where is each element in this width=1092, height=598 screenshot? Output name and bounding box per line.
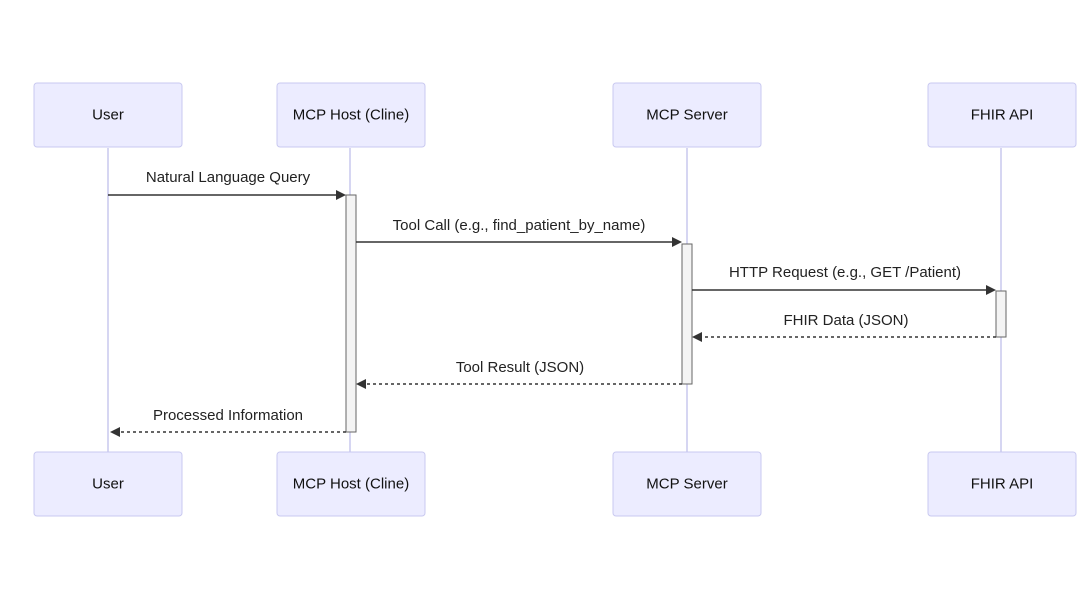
actor-label: User <box>92 107 124 124</box>
message-fhir-data: FHIR Data (JSON) <box>692 312 996 342</box>
message-label: HTTP Request (e.g., GET /Patient) <box>729 264 961 281</box>
message-label: Processed Information <box>153 407 303 424</box>
actor-label: MCP Server <box>646 476 727 493</box>
actor-label: FHIR API <box>971 476 1034 493</box>
activation-fhir <box>995 290 1007 338</box>
message-natural-language-query: Natural Language Query <box>108 169 346 200</box>
message-label: Tool Call (e.g., find_patient_by_name) <box>393 217 646 234</box>
actor-bottom-fhir: FHIR API <box>927 451 1077 517</box>
activation-server <box>681 243 693 385</box>
actor-label: MCP Server <box>646 107 727 124</box>
actor-top-server: MCP Server <box>612 82 762 148</box>
actor-label: FHIR API <box>971 107 1034 124</box>
message-http-request: HTTP Request (e.g., GET /Patient) <box>692 264 996 295</box>
actor-bottom-user: User <box>33 451 183 517</box>
message-label: Natural Language Query <box>146 169 311 186</box>
message-processed-information: Processed Information <box>110 407 346 437</box>
arrowhead-left-icon <box>356 379 366 389</box>
actor-top-fhir: FHIR API <box>927 82 1077 148</box>
arrowhead-right-icon <box>336 190 346 200</box>
arrowhead-right-icon <box>672 237 682 247</box>
actor-top-host: MCP Host (Cline) <box>276 82 426 148</box>
arrowhead-right-icon <box>986 285 996 295</box>
arrowhead-left-icon <box>110 427 120 437</box>
message-label: Tool Result (JSON) <box>456 359 584 376</box>
actor-bottom-host: MCP Host (Cline) <box>276 451 426 517</box>
message-label: FHIR Data (JSON) <box>783 312 908 329</box>
message-tool-result: Tool Result (JSON) <box>356 359 682 389</box>
activation-host <box>345 194 357 433</box>
actor-label: User <box>92 476 124 493</box>
actor-bottom-server: MCP Server <box>612 451 762 517</box>
arrowhead-left-icon <box>692 332 702 342</box>
message-tool-call: Tool Call (e.g., find_patient_by_name) <box>356 217 682 247</box>
actor-label: MCP Host (Cline) <box>293 476 409 493</box>
actor-label: MCP Host (Cline) <box>293 107 409 124</box>
actor-top-user: User <box>33 82 183 148</box>
